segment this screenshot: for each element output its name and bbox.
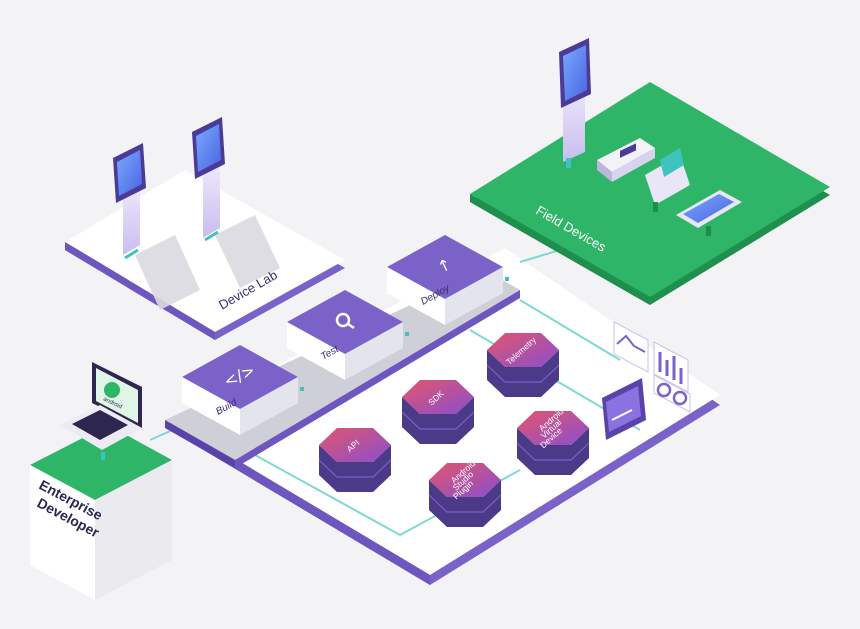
hex-body xyxy=(402,397,474,444)
device-lab-kiosk-1 xyxy=(113,143,200,310)
hex-stripe xyxy=(428,494,502,513)
hex-body xyxy=(517,428,589,475)
analytics-widgets xyxy=(602,321,691,440)
pipeline-stage-test: Test xyxy=(287,290,409,380)
hex-top xyxy=(487,333,559,367)
hex-top xyxy=(402,380,474,414)
component-sdk: SDK xyxy=(401,380,475,444)
pos-device xyxy=(645,148,690,212)
hex-stripe xyxy=(318,459,392,478)
hex-body xyxy=(429,480,501,527)
hex-top xyxy=(517,411,589,445)
connector-dot xyxy=(405,332,409,336)
pipeline-box-right xyxy=(445,267,503,325)
laptop: android xyxy=(60,362,142,460)
enterprise-developer-block xyxy=(30,425,172,600)
component-api: API xyxy=(318,428,392,492)
hex-body xyxy=(319,445,391,492)
hex-top xyxy=(429,463,501,497)
payment-terminal xyxy=(597,138,655,182)
pipeline-box-left xyxy=(287,322,345,380)
pipeline-stage-deploy: ↑Deploy xyxy=(387,235,509,325)
pipeline-box-left xyxy=(387,267,445,325)
bar-chart-widget xyxy=(653,341,689,393)
field-kiosk xyxy=(559,38,591,168)
tablet-device xyxy=(676,190,742,236)
pipeline-box-right xyxy=(240,377,298,435)
device-lab-kiosk-2 xyxy=(192,117,280,288)
hex-stripe xyxy=(516,442,590,461)
search-icon xyxy=(335,312,355,330)
connector-dot xyxy=(300,387,304,391)
dashboard-widget xyxy=(602,378,646,440)
hex-stripe xyxy=(401,411,475,430)
hex-stripe xyxy=(486,364,560,383)
hex-body xyxy=(487,350,559,397)
pipeline-stage-build: </>Build xyxy=(182,345,304,435)
pipeline-box-left xyxy=(182,377,240,435)
area-chart-widget xyxy=(613,321,649,373)
gauge-widget xyxy=(653,374,691,413)
component-telemetry: Telemetry xyxy=(486,333,560,397)
connector-dot xyxy=(505,277,509,281)
hex-top xyxy=(319,428,391,462)
pipeline-box-right xyxy=(345,322,403,380)
